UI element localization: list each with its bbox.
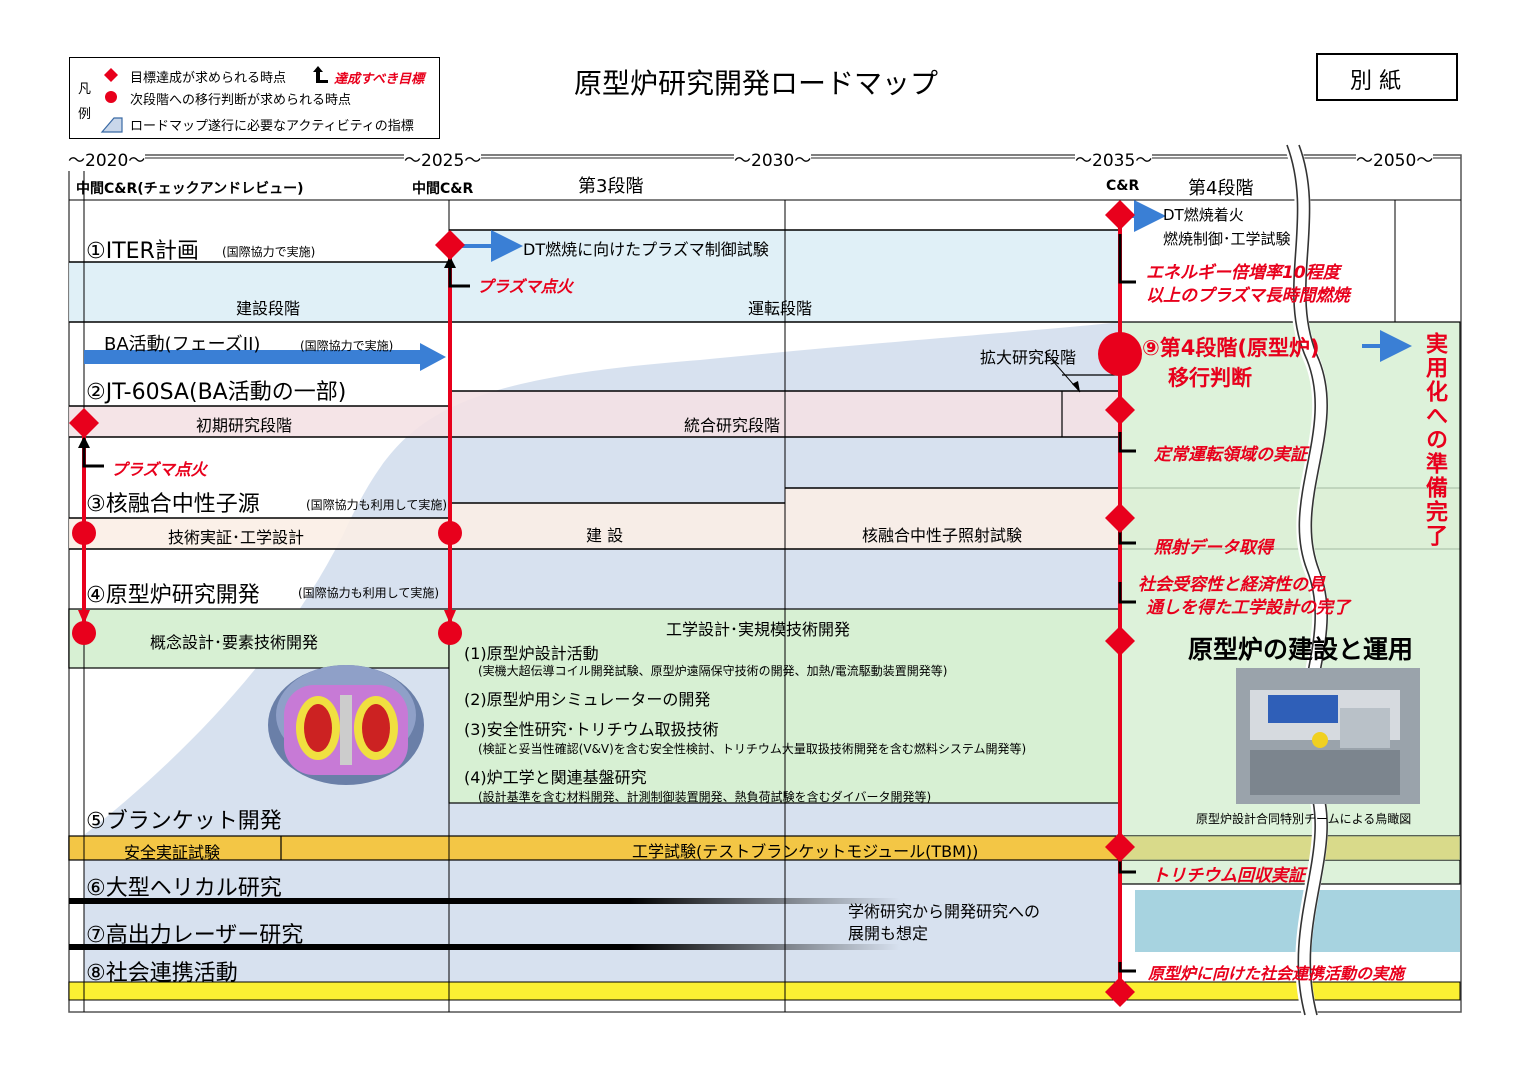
laser-title: ⑦高出力レーザー研究: [86, 923, 304, 948]
neutron-construction-band: [449, 503, 785, 549]
demo-goal-line2: 通しを得た工学設計の完了: [1146, 598, 1350, 618]
blanket-goal: トリチウム回収実証: [1152, 866, 1305, 886]
iter-goal-line1: エネルギー倍増率10程度: [1146, 263, 1340, 283]
neutron-tech-demo: 技術実証･工学設計: [168, 528, 305, 547]
neutron-title: ③核融合中性子源: [86, 492, 260, 517]
mid-cr-2020: 中間C&R(チェックアンドレビュー): [76, 181, 304, 197]
stage4-decision-line1: ⑨第4段階(原型炉): [1142, 336, 1320, 360]
neutron-tech-band: [69, 518, 449, 549]
demo-item3-sub: (検証と妥当性確認(V&V)を含む安全性検討、トリチウム大量取扱技術開発を含む燃…: [478, 742, 1027, 756]
demo-construction-operation: 原型炉の建設と運用: [1188, 635, 1414, 664]
legend-prefix-2: 例: [78, 107, 92, 122]
practical-ready: 実用化への準備完了: [1422, 332, 1447, 548]
iter-title: ①ITER計画: [86, 239, 199, 264]
mid-cr-2025: 中間C&R: [412, 181, 474, 197]
year-2030: 〜2030〜: [734, 146, 812, 171]
jt60-plasma-ignition: プラズマ点火: [111, 460, 207, 479]
timeline-break: [1284, 142, 1329, 1018]
iter-goal-line2: 以上のプラズマ長時間燃焼: [1146, 286, 1350, 306]
iter-dt-ignition: DT燃焼着火: [1163, 206, 1244, 224]
neutron-note: (国際協力も利用して実施): [306, 498, 448, 512]
blanket-safety: 安全実証試験: [124, 843, 221, 862]
legend-box: [69, 57, 440, 139]
year-2035: 〜2035〜: [1075, 146, 1153, 171]
demo-eng-band: [449, 609, 1119, 803]
demo-item3: (3)安全性研究･トリチウム取扱技術: [464, 720, 719, 739]
demo-title: ④原型炉研究開発: [86, 583, 260, 608]
ba-arrow: [84, 343, 446, 371]
demo-concept-band: [69, 609, 449, 668]
social-band: [69, 982, 1460, 1000]
stage3-label: 第3段階: [578, 176, 644, 197]
legend-prefix-1: 凡: [78, 82, 92, 97]
year-2025: 〜2025〜: [404, 146, 482, 171]
academic-line1: 学術研究から開発研究への: [848, 902, 1041, 921]
year-2050: 〜2050〜: [1356, 146, 1434, 171]
iter-construction-band: [69, 262, 449, 322]
stage4-decision-line2: 移行判断: [1168, 366, 1252, 390]
demo-item4-sub: (設計基準を含む材料開発、計測制御装置開発、熱負荷試験を含むダイバータ開発等): [478, 790, 932, 804]
jt60-initial: 初期研究段階: [196, 416, 293, 435]
demo-note: (国際協力も利用して実施): [298, 586, 440, 600]
jt60-goal: 定常運転領域の実証: [1154, 445, 1307, 465]
social-goal: 原型炉に向けた社会連携活動の実施: [1148, 964, 1405, 983]
ba-note: (国際協力で実施): [300, 339, 394, 353]
legend-target: 達成すべき目標: [334, 72, 425, 87]
demo-item4: (4)炉工学と関連基盤研究: [464, 768, 647, 787]
neutron-goal: 照射データ取得: [1154, 538, 1273, 558]
iter-plasma-ignition: プラズマ点火: [477, 277, 573, 296]
iter-note: (国際協力で実施): [222, 245, 316, 259]
legend-activity-indicator: ロードマップ遂行に必要なアクティビティの指標: [130, 119, 414, 134]
ba-activity: BA活動(フェーズII): [104, 334, 261, 355]
demo-caption: 原型炉設計合同特別チームによる鳥瞰図: [1196, 812, 1412, 826]
iter-operation: 運転段階: [748, 299, 813, 318]
demo-item1: (1)原型炉設計活動: [464, 644, 599, 663]
stage4-label: 第4段階: [1188, 178, 1254, 199]
demo-item2: (2)原型炉用シミュレーターの開発: [464, 690, 711, 709]
tokamak-illustration: [268, 665, 424, 785]
helical-title: ⑥大型ヘリカル研究: [86, 876, 282, 901]
demo-eng-design: 工学設計･実規模技術開発: [666, 620, 851, 639]
jt60-integrated: 統合研究段階: [684, 416, 781, 435]
demo-item1-sub: (実機大超伝導コイル開発試験、原型炉遠隔保守技術の開発、加熱/電流駆動装置開発等…: [478, 664, 948, 678]
iter-dt-control: DT燃焼に向けたプラズマ制御試験: [523, 240, 769, 259]
neutron-construction: 建 設: [586, 526, 624, 545]
legend-goal-point: 目標達成が求められる時点: [130, 71, 287, 86]
demo-concept: 概念設計･要素技術開発: [150, 633, 319, 652]
attachment-box: [1316, 53, 1458, 101]
legend-transition-point: 次段階への移行判断が求められる時点: [130, 93, 352, 108]
jt60-expanded: 拡大研究段階: [980, 348, 1077, 367]
jt60-title: ②JT-60SA(BA活動の一部): [86, 380, 347, 405]
year-2020: 〜2020〜: [68, 146, 146, 171]
jt60-initial-band: [69, 406, 449, 437]
iter-operation-band: [449, 230, 1119, 322]
demo-plant-image: [1236, 668, 1420, 804]
iter-burn-control: 燃焼制御･工学試験: [1163, 230, 1291, 248]
iter-construction: 建設段階: [236, 299, 301, 318]
cr-2035: C&R: [1106, 178, 1140, 194]
jt60-integrated-band: [449, 391, 1119, 437]
social-title: ⑧社会連携活動: [86, 961, 238, 986]
blanket-title: ⑤ブランケット開発: [86, 809, 282, 834]
academic-line2: 展開も想定: [848, 924, 929, 943]
attachment-label: 別 紙: [1350, 69, 1401, 94]
neutron-irradiation: 核融合中性子照射試験: [862, 526, 1023, 545]
demo-goal-line1: 社会受容性と経済性の見: [1138, 575, 1325, 595]
page-title: 原型炉研究開発ロードマップ: [574, 67, 939, 100]
blanket-eng-test: 工学試験(テストブランケットモジュール(TBM)): [632, 842, 979, 861]
